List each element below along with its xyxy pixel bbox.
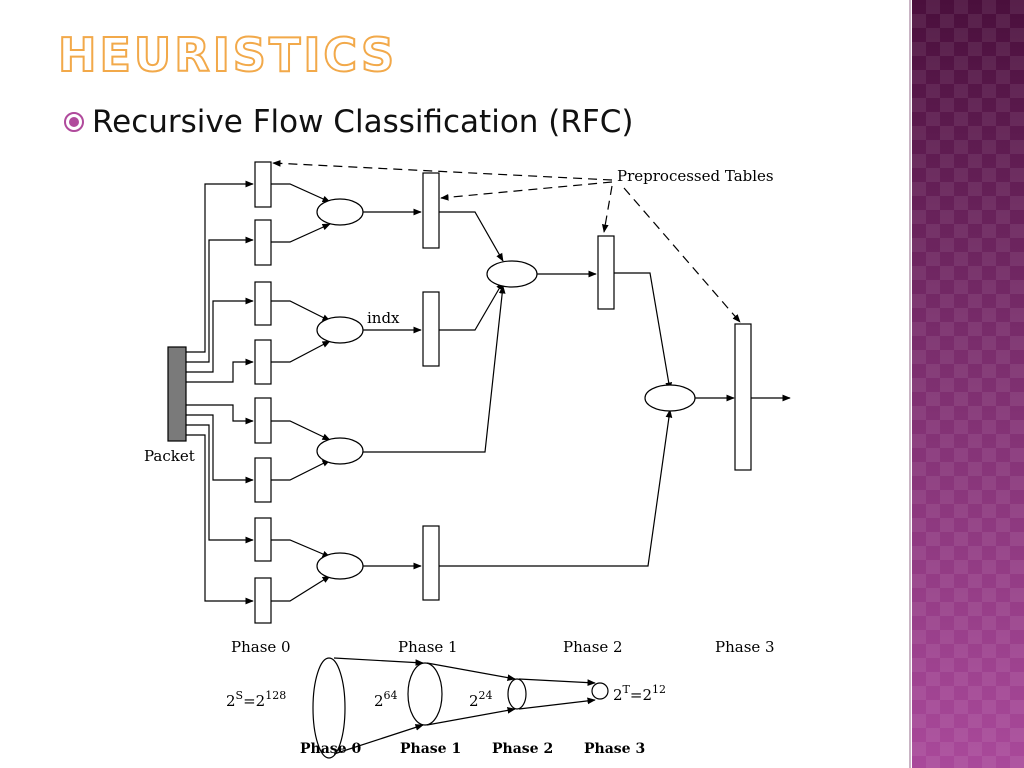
funnel-ring (312, 657, 346, 759)
combiner-node (316, 552, 364, 580)
indx-label: indx (367, 309, 400, 327)
phase1-table (422, 525, 440, 601)
wire-p0-6 (186, 414, 254, 484)
bullet-item: Recursive Flow Classification (RFC) (62, 100, 634, 144)
funnel-ring (591, 682, 609, 700)
wire-p0-1 (186, 180, 254, 353)
wire-p0-7 (186, 424, 254, 544)
phase-label: Phase 0 (231, 638, 291, 656)
phase0-table (254, 517, 272, 562)
funnel-phase-label: Phase 3 (584, 741, 645, 757)
combiner-node (316, 198, 364, 226)
wire-p0-5 (186, 404, 254, 425)
phase0-table (254, 219, 272, 266)
decorative-side-band (912, 0, 1024, 768)
combiner-node (316, 316, 364, 344)
funnel-size-label: 2T=212 (613, 683, 666, 704)
phase0-table (254, 281, 272, 326)
phase1-table (422, 172, 440, 249)
phase0-table (254, 161, 272, 208)
wire-p0-4 (186, 358, 254, 383)
phase2-table (597, 235, 615, 310)
packet-box (167, 346, 187, 442)
funnel-size-label: 2S=2128 (226, 689, 286, 710)
funnel-size-label: 264 (374, 689, 398, 710)
preprocessed-tables-label: Preprocessed Tables (617, 167, 774, 185)
funnel-phase-label: Phase 1 (400, 741, 461, 757)
radio-bullet-icon (64, 112, 84, 132)
phase0-table (254, 339, 272, 385)
funnel-ring (507, 678, 527, 710)
combiner-node (316, 437, 364, 465)
packet-label: Packet (144, 447, 195, 465)
phase3-table (734, 323, 752, 471)
phase0-table (254, 577, 272, 624)
phase1-table (422, 291, 440, 367)
bullet-text: Recursive Flow Classification (RFC) (92, 104, 634, 140)
phase0-table (254, 397, 272, 444)
wire-p0-2 (186, 236, 254, 363)
funnel-size-label: 224 (469, 689, 493, 710)
funnel-phase-label: Phase 0 (300, 741, 361, 757)
side-divider-line (909, 0, 911, 768)
phase0-table (254, 457, 272, 503)
slide-title: HEURISTICS (57, 28, 398, 82)
phase-label: Phase 3 (715, 638, 775, 656)
funnel-ring (407, 662, 443, 726)
wire-p0-8 (186, 434, 254, 605)
wire-p0-3 (186, 297, 254, 373)
funnel-phase-label: Phase 2 (492, 741, 553, 757)
phase-label: Phase 1 (398, 638, 458, 656)
phase-label: Phase 2 (563, 638, 623, 656)
combiner-node (486, 260, 538, 288)
combiner-node (644, 384, 696, 412)
